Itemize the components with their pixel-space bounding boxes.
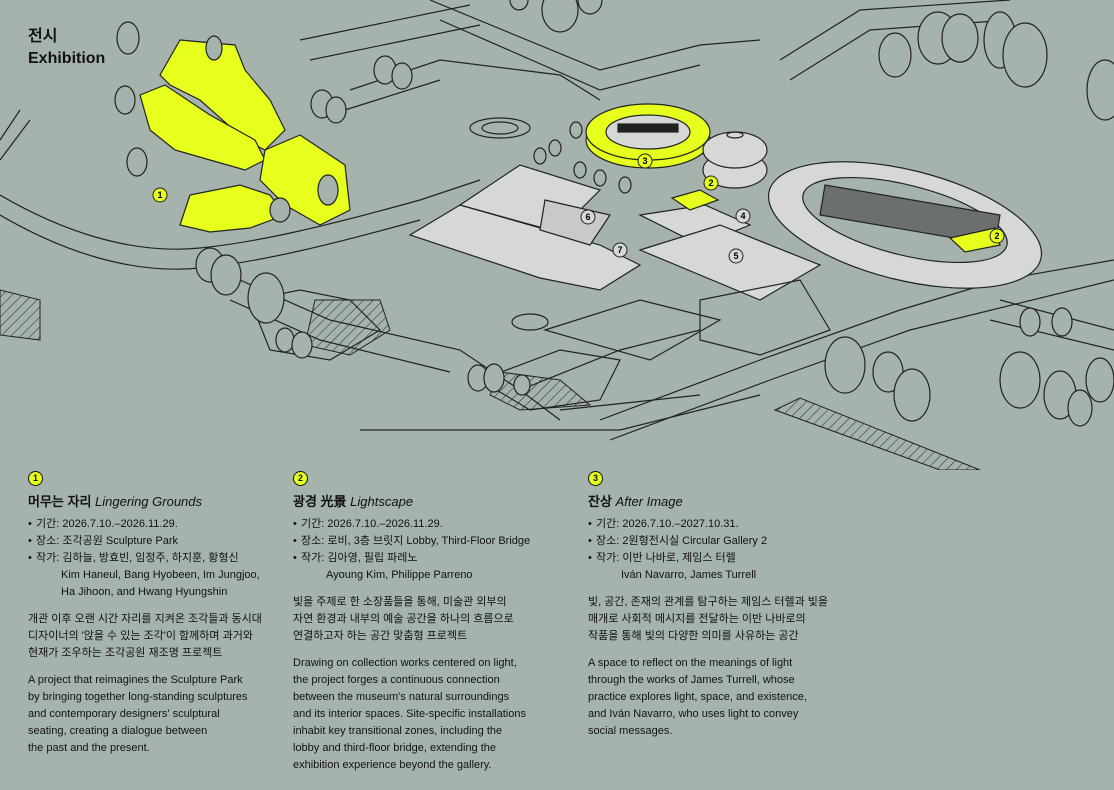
exhibition-title: 잔상 After Image <box>588 493 848 510</box>
svg-text:7: 7 <box>617 245 622 255</box>
exhibition-info: 기간: 2026.7.10.–2026.11.29. 장소: 로비, 3층 브릿… <box>293 516 563 567</box>
description-ko: 빛, 공간, 존재의 관계를 탐구하는 제임스 터렐과 빛을 매개로 사회적 메… <box>588 596 829 642</box>
artists-en: Kim Haneul, Bang Hyobeen, Im Jungjoo, Ha… <box>61 569 260 598</box>
heading-en: Exhibition <box>28 50 106 67</box>
museum-site-map: 1 2 2 3 4 5 6 7 <box>0 0 1114 470</box>
artists-ko: 작가: 김하늘, 방효빈, 임정주, 하지훈, 황형신 <box>28 550 278 567</box>
heading-ko: 전시 <box>28 28 58 45</box>
exhibition-title: 머무는 자리 Lingering Grounds <box>28 493 278 510</box>
map-marker-2-bridge[interactable]: 2 <box>989 228 1005 244</box>
exhibition-1: 1 머무는 자리 Lingering Grounds 기간: 2026.7.10… <box>28 470 278 757</box>
artists-en: Iván Navarro, James Turrell <box>621 569 757 581</box>
description-en: Drawing on collection works centered on … <box>293 657 526 771</box>
artists-ko: 작가: 김아영, 필립 파레노 <box>293 550 563 567</box>
svg-text:2: 2 <box>708 178 713 188</box>
exhibition-info: 기간: 2026.7.10.–2026.11.29. 장소: 조각공원 Scul… <box>28 516 278 567</box>
svg-text:2: 2 <box>994 231 999 241</box>
description-en: A project that reimagines the Sculpture … <box>28 674 248 754</box>
venue: 장소: 2원형전시실 Circular Gallery 2 <box>588 533 848 550</box>
title-en: After Image <box>615 494 683 509</box>
description-en: A space to reflect on the meanings of li… <box>588 657 807 737</box>
exhibition-number: 3 <box>588 471 603 486</box>
map-marker-7[interactable]: 7 <box>612 242 628 258</box>
period: 기간: 2026.7.10.–2026.11.29. <box>28 516 278 533</box>
map-marker-4[interactable]: 4 <box>735 208 751 224</box>
period: 기간: 2026.7.10.–2027.10.31. <box>588 516 848 533</box>
venue: 장소: 로비, 3층 브릿지 Lobby, Third-Floor Bridge <box>293 533 563 550</box>
map-marker-2-lobby[interactable]: 2 <box>703 175 719 191</box>
title-ko: 잔상 <box>588 494 612 509</box>
artists-ko: 작가: 이반 나바로, 제임스 터렐 <box>588 550 848 567</box>
period: 기간: 2026.7.10.–2026.11.29. <box>293 516 563 533</box>
description-ko: 개관 이후 오랜 시간 자리를 지켜온 조각들과 동시대 디자이너의 '앉을 수… <box>28 613 262 659</box>
exhibition-number: 2 <box>293 471 308 486</box>
title-ko: 머무는 자리 <box>28 494 92 509</box>
map-marker-1[interactable]: 1 <box>152 187 168 203</box>
page-heading: 전시 Exhibition <box>28 26 105 70</box>
svg-text:6: 6 <box>585 212 590 222</box>
exhibition-number: 1 <box>28 471 43 486</box>
title-en: Lingering Grounds <box>95 494 203 509</box>
exhibition-2: 2 광경 光景 Lightscape 기간: 2026.7.10.–2026.1… <box>293 470 563 774</box>
svg-text:4: 4 <box>740 211 745 221</box>
title-ko: 광경 光景 <box>293 494 347 509</box>
map-marker-5[interactable]: 5 <box>728 248 744 264</box>
venue: 장소: 조각공원 Sculpture Park <box>28 533 278 550</box>
svg-text:1: 1 <box>157 190 162 200</box>
map-marker-6[interactable]: 6 <box>580 209 596 225</box>
exhibition-info: 기간: 2026.7.10.–2027.10.31. 장소: 2원형전시실 Ci… <box>588 516 848 567</box>
description-ko: 빛을 주제로 한 소장품들을 통해, 미술관 외부의 자연 환경과 내부의 예술… <box>293 596 514 642</box>
svg-text:5: 5 <box>733 251 738 261</box>
exhibition-title: 광경 光景 Lightscape <box>293 493 563 510</box>
map-marker-3[interactable]: 3 <box>637 153 653 169</box>
artists-en: Ayoung Kim, Philippe Parreno <box>326 569 473 581</box>
title-en: Lightscape <box>350 494 414 509</box>
exhibition-3: 3 잔상 After Image 기간: 2026.7.10.–2027.10.… <box>588 470 848 740</box>
svg-text:3: 3 <box>642 156 647 166</box>
